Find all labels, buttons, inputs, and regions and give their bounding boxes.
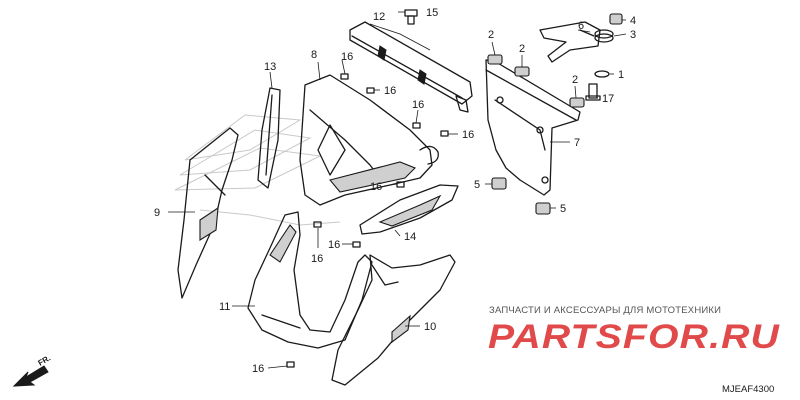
part-5-dampers — [491, 177, 551, 215]
callout-8: 8 — [311, 49, 317, 61]
watermark-logo: PARTSFOR.RU — [488, 318, 781, 356]
callout-9: 9 — [154, 207, 160, 219]
front-direction-arrow: FR. — [12, 353, 53, 387]
callout-labels: 1 2 2 2 3 4 5 5 6 7 8 9 10 11 12 13 14 1… — [154, 7, 636, 375]
callout-2: 2 — [572, 74, 578, 86]
front-label: FR. — [37, 353, 53, 367]
callout-16: 16 — [370, 181, 382, 193]
part-12-upper-bracket — [349, 21, 473, 113]
site-watermark: ЗАПЧАСТИ И АКСЕССУАРЫ ДЛЯ МОТОТЕХНИКИ PA… — [488, 305, 781, 356]
callout-16: 16 — [412, 99, 424, 111]
callout-11: 11 — [219, 301, 230, 313]
callout-12: 12 — [373, 11, 385, 23]
callout-1: 1 — [618, 69, 624, 81]
diagram-code: MJEAF4300 — [722, 384, 774, 395]
callout-14: 14 — [404, 231, 416, 243]
callout-16: 16 — [341, 51, 353, 63]
grommets-2 — [487, 54, 585, 108]
callout-16: 16 — [311, 253, 323, 265]
callout-13: 13 — [264, 61, 276, 73]
part-3-collar — [594, 29, 614, 43]
part-6-upper-stay — [539, 21, 601, 63]
callout-2: 2 — [488, 29, 494, 41]
part-10-right-side-cowl — [331, 254, 456, 386]
callout-5: 5 — [474, 179, 480, 191]
callout-15: 15 — [426, 7, 438, 19]
callout-10: 10 — [424, 321, 436, 333]
part-4-cap — [609, 13, 623, 25]
part-13-screen — [257, 87, 281, 189]
part-1-clip — [594, 70, 610, 78]
callout-6: 6 — [578, 20, 584, 32]
screws-16 — [286, 73, 449, 368]
part-7-front-stay — [485, 59, 581, 196]
watermark-caption: ЗАПЧАСТИ И АКСЕССУАРЫ ДЛЯ МОТОТЕХНИКИ — [489, 305, 721, 316]
part-8-inner-cowl — [299, 74, 439, 206]
callout-7: 7 — [574, 137, 580, 149]
callout-5: 5 — [560, 203, 566, 215]
callout-4: 4 — [630, 15, 636, 27]
callout-16: 16 — [328, 239, 340, 251]
part-11-lower-center-cowl — [247, 211, 373, 349]
callout-16: 16 — [252, 363, 264, 375]
callout-2: 2 — [519, 43, 525, 55]
honda-wing-watermark — [174, 114, 341, 226]
part-15-bolt — [404, 9, 418, 25]
callout-16: 16 — [462, 129, 474, 141]
callout-3: 3 — [630, 29, 636, 41]
part-9-left-side-cowl — [177, 127, 239, 299]
callout-16: 16 — [384, 85, 396, 97]
callout-17: 17 — [602, 93, 614, 105]
part-14-trim — [359, 184, 459, 235]
leader-lines — [168, 11, 627, 369]
